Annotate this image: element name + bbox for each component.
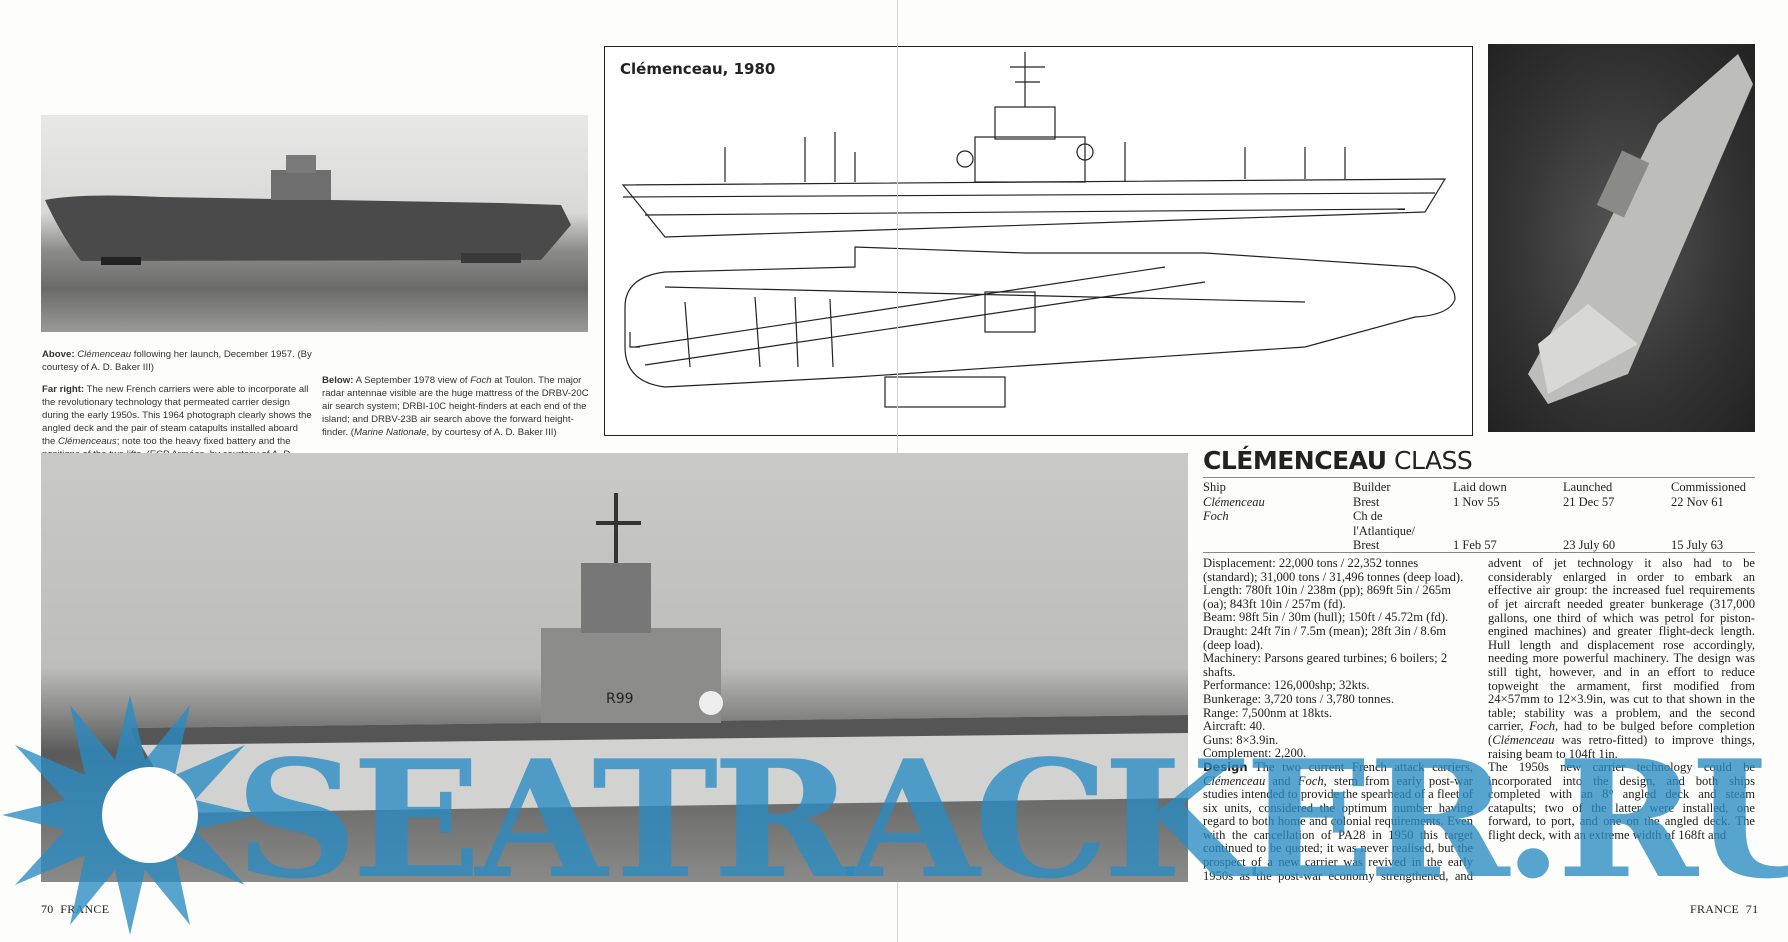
page-number-left: 70 <box>41 902 54 916</box>
photo-launch <box>41 115 588 332</box>
caption-italic: Clémenceau <box>77 349 132 360</box>
caption-text: following her launch, December 1957. (By… <box>42 349 312 373</box>
drawing-title: Clémenceau, 1980 <box>620 60 776 78</box>
heading-light: CLASS <box>1386 446 1473 475</box>
cell-ship: Clémenceau <box>1203 494 1265 509</box>
cell-laid-down: 1 Feb 57 <box>1453 538 1497 552</box>
table-row: Foch Ch de l'Atlantique/ Brest 1 Feb 57 … <box>1203 509 1755 553</box>
spec-aircraft: Aircraft: 40. <box>1203 719 1266 734</box>
header-laid-down: Laid down <box>1453 480 1507 494</box>
design-label: Design <box>1203 759 1248 774</box>
design-text: , stem from early post-war studies inten… <box>1203 773 1473 883</box>
heading-bold: CLÉMENCEAU <box>1203 446 1387 475</box>
section-label-left: FRANCE <box>60 902 110 916</box>
caption-text: The new French carriers were able to inc… <box>42 384 312 447</box>
ships-table: Ship Builder Laid down Launched Commissi… <box>1203 480 1755 553</box>
ship-drawing-box: Clémenceau, 1980 <box>604 46 1473 436</box>
watermark-text: SEATRACKER.RU <box>235 725 1788 915</box>
class-heading: CLÉMENCEAU CLASS <box>1203 446 1473 475</box>
cell-laid-down: 1 Nov 55 <box>1453 494 1500 509</box>
cell-launched: 21 Dec 57 <box>1563 494 1615 509</box>
header-launched: Launched <box>1563 480 1613 494</box>
design-text: was retro-fitted) to improve things, rai… <box>1488 732 1755 761</box>
design-text: The two current French attack carriers, <box>1247 759 1473 774</box>
header-ship: Ship <box>1203 480 1226 494</box>
carrier-launch-image <box>45 155 571 265</box>
table-row: Clémenceau Brest 1 Nov 55 21 Dec 57 22 N… <box>1203 495 1755 510</box>
table-header-row: Ship Builder Laid down Launched Commissi… <box>1203 480 1755 495</box>
starburst-watermark-icon <box>2 695 258 935</box>
carrier-foch-image: R99 <box>131 493 1188 813</box>
pennant-number: R99 <box>606 691 634 707</box>
caption-italic: Clémenceaus <box>58 436 117 447</box>
carrier-aerial-image <box>1528 54 1753 404</box>
header-builder: Builder <box>1353 480 1391 494</box>
cell-ship: Foch <box>1203 509 1229 523</box>
cell-builder: Brest <box>1353 494 1380 509</box>
design-text: The design was an updated PA28, but with… <box>1488 557 1755 734</box>
design-text: , had to be bulged before completion ( <box>1488 719 1755 747</box>
caption-text: A September 1978 view of <box>353 375 471 386</box>
spec-draught: Draught: 24ft 7in / 7.5m (mean); 28ft 3i… <box>1203 623 1447 652</box>
design-italic: Foch <box>1297 773 1324 788</box>
design-paragraph-1: Design The two current French attack car… <box>1203 759 1473 883</box>
spec-bunkerage: Bunkerage: 3,720 tons / 3,780 tonnes. <box>1203 691 1394 706</box>
text-column-right: The design was an updated PA28, but with… <box>1488 557 1755 883</box>
caption-right: Below: A September 1978 view of Foch at … <box>322 374 592 448</box>
design-paragraph-2: The design was an updated PA28, but with… <box>1488 557 1755 761</box>
spec-displacement: Displacement: 22,000 tons / 22,352 tonne… <box>1203 557 1464 584</box>
photo-aerial <box>1488 44 1755 432</box>
cell-builder: Ch de l'Atlantique/ Brest <box>1353 509 1415 552</box>
spec-beam: Beam: 98ft 5in / 30m (hull); 150ft / 45.… <box>1203 610 1449 625</box>
design-text: and <box>1265 773 1298 788</box>
page-footer-right: FRANCE 71 <box>1690 902 1758 917</box>
caption-text: , by courtesy of A. D. Baker III) <box>426 427 557 438</box>
caption-italic: Marine Nationale <box>354 427 427 438</box>
spec-range: Range: 7,500nm at 18kts. <box>1203 705 1333 720</box>
caption-italic: Foch <box>470 375 492 386</box>
caption-label: Far right: <box>42 384 85 395</box>
cell-commissioned: 22 Nov 61 <box>1671 494 1724 509</box>
text-column-left: Displacement: 22,000 tons / 22,352 tonne… <box>1203 557 1473 883</box>
header-commissioned: Commissioned <box>1671 480 1747 494</box>
caption-label: Below: <box>322 375 354 386</box>
design-italic: Clémenceau <box>1203 773 1266 788</box>
cell-commissioned: 15 July 63 <box>1671 538 1724 552</box>
spec-machinery: Machinery: Parsons geared turbines; 6 bo… <box>1203 651 1448 679</box>
spec-length: Length: 780ft 10in / 238m (pp); 869ft 5i… <box>1203 583 1452 611</box>
caption-text: at Toulon. The major radar antennae visi… <box>322 375 589 438</box>
ship-profile-and-plan <box>621 52 1456 408</box>
spec-performance: Performance: 126,000shp; 32kts. <box>1203 678 1370 693</box>
page-footer-left: 70 FRANCE <box>41 902 109 917</box>
design-italic: Foch <box>1529 719 1556 734</box>
spec-guns: Guns: 8×3.9in. <box>1203 732 1279 747</box>
rule-bottom <box>1203 552 1755 553</box>
caption-label: Above: <box>42 349 75 360</box>
design-paragraph-3: The 1950s new carrier technology could b… <box>1488 760 1755 843</box>
spec-complement: Complement: 2,200. <box>1203 746 1307 761</box>
section-label-right: FRANCE <box>1690 902 1740 916</box>
rule-top <box>1203 477 1755 478</box>
cell-launched: 23 July 60 <box>1563 538 1616 552</box>
page-number-right: 71 <box>1745 902 1759 916</box>
design-italic: Clémenceau <box>1492 732 1555 747</box>
